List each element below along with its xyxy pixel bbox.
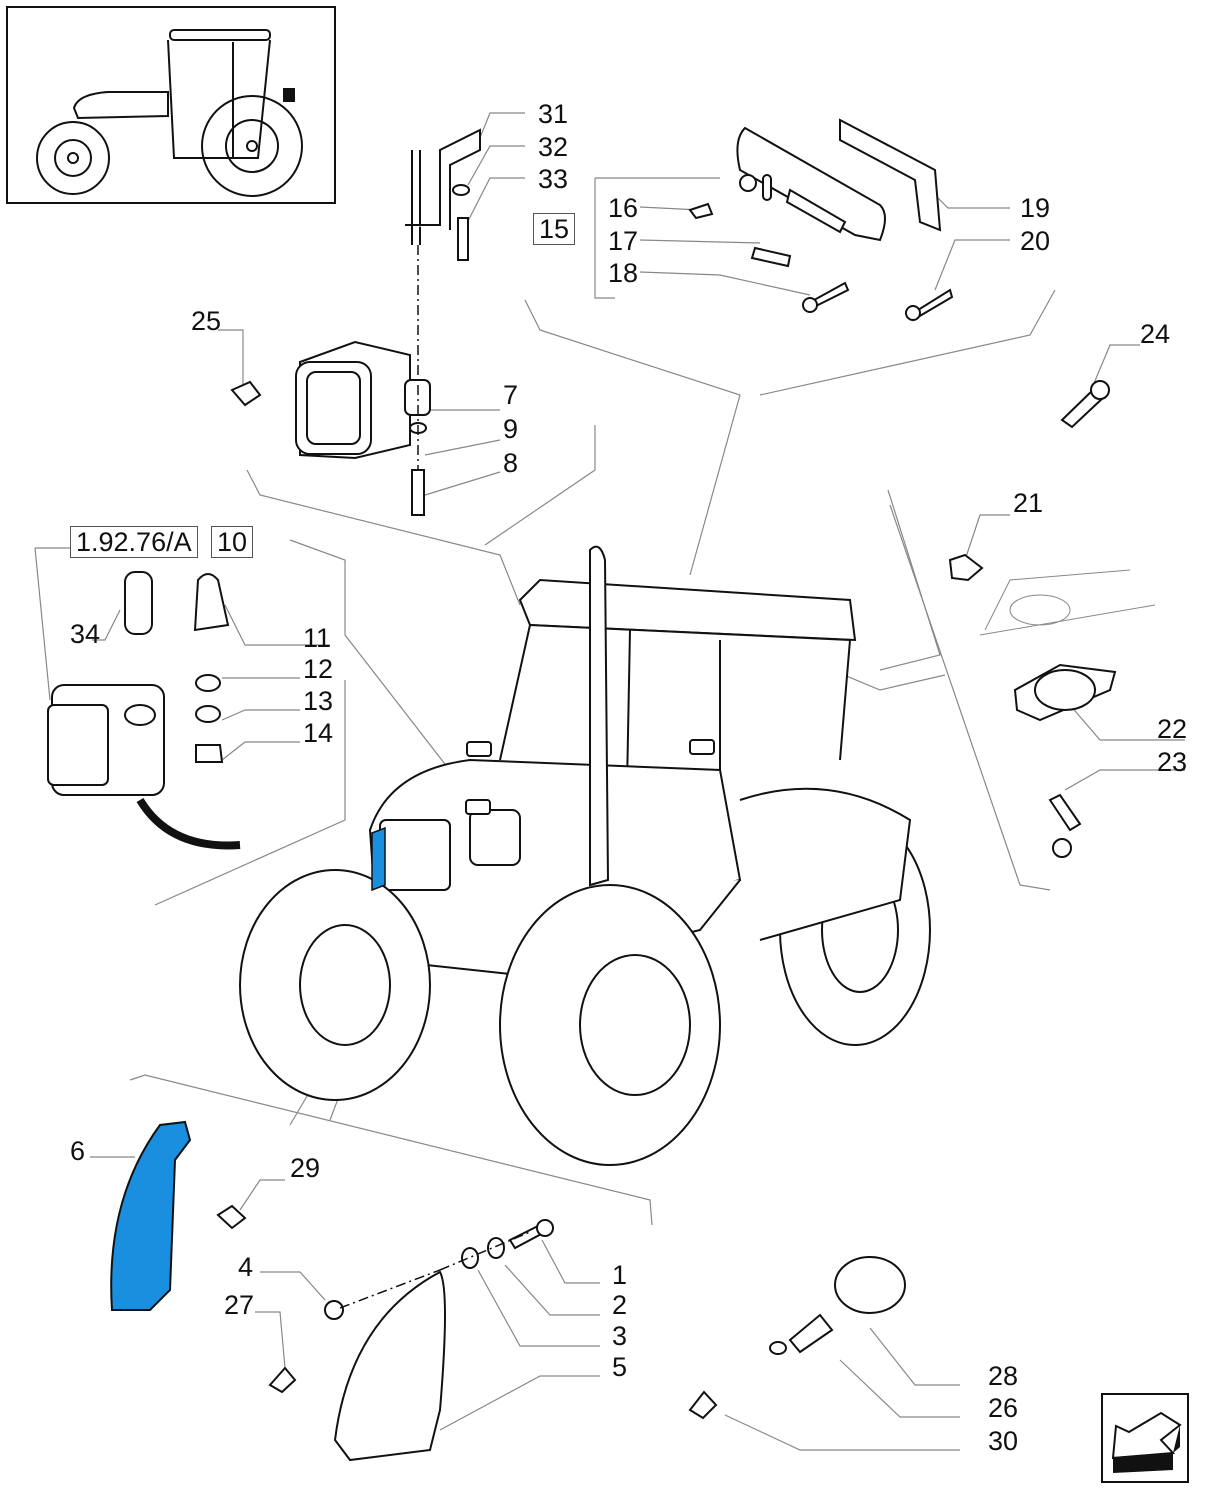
work-lamp-assembly (230, 128, 481, 516)
mounting-plate (979, 569, 1156, 636)
callout-14[interactable]: 14 (303, 718, 334, 748)
callout-7[interactable]: 7 (503, 380, 519, 410)
reference-group-box[interactable]: 1.92.76/A (70, 526, 198, 559)
callout-9[interactable]: 9 (503, 414, 519, 444)
callout-6[interactable]: 6 (70, 1136, 86, 1166)
callout-23[interactable]: 23 (1157, 747, 1188, 777)
next-page-button[interactable] (1101, 1393, 1189, 1483)
callout-32[interactable]: 32 (538, 132, 569, 162)
front-lamp-parts (216, 1204, 906, 1462)
part-6-highlighted-lamp (110, 1120, 192, 1311)
callout-12[interactable]: 12 (303, 654, 334, 684)
main-tractor-drawing (239, 545, 931, 1166)
callout-8[interactable]: 8 (503, 448, 519, 478)
callout-20[interactable]: 20 (1020, 226, 1051, 256)
callout-21[interactable]: 21 (1013, 488, 1044, 518)
rear-lamp-assembly (688, 118, 954, 322)
callout-29[interactable]: 29 (290, 1153, 321, 1183)
callout-5[interactable]: 5 (612, 1352, 628, 1382)
callout-30[interactable]: 30 (988, 1426, 1019, 1456)
callout-27[interactable]: 27 (224, 1290, 255, 1320)
callout-4[interactable]: 4 (238, 1252, 254, 1282)
callout-22[interactable]: 22 (1157, 714, 1188, 744)
tractor-side-view-icon (36, 29, 303, 197)
side-lamp-kit (47, 571, 230, 796)
callout-25[interactable]: 25 (191, 306, 222, 336)
callout-3[interactable]: 3 (612, 1321, 628, 1351)
item-15-box[interactable]: 15 (533, 213, 576, 246)
next-page-arrow-icon (1111, 1411, 1182, 1473)
item-10-box[interactable]: 10 (211, 526, 254, 559)
callout-11[interactable]: 11 (303, 623, 332, 653)
callout-13[interactable]: 13 (303, 686, 334, 716)
callout-31[interactable]: 31 (538, 99, 569, 129)
callout-26[interactable]: 26 (988, 1393, 1019, 1423)
callout-28[interactable]: 28 (988, 1361, 1019, 1391)
tractor-thumbnail (6, 6, 336, 204)
callout-17[interactable]: 17 (608, 226, 639, 256)
callout-16[interactable]: 16 (608, 193, 639, 223)
callout-2[interactable]: 2 (612, 1290, 628, 1320)
callout-1[interactable]: 1 (612, 1260, 628, 1290)
callout-33[interactable]: 33 (538, 164, 569, 194)
right-side-parts (948, 380, 1117, 858)
callout-18[interactable]: 18 (608, 258, 639, 288)
callout-34[interactable]: 34 (70, 619, 101, 649)
highlighted-light-on-tractor (371, 826, 386, 892)
callout-24[interactable]: 24 (1140, 319, 1171, 349)
callout-19[interactable]: 19 (1020, 193, 1051, 223)
